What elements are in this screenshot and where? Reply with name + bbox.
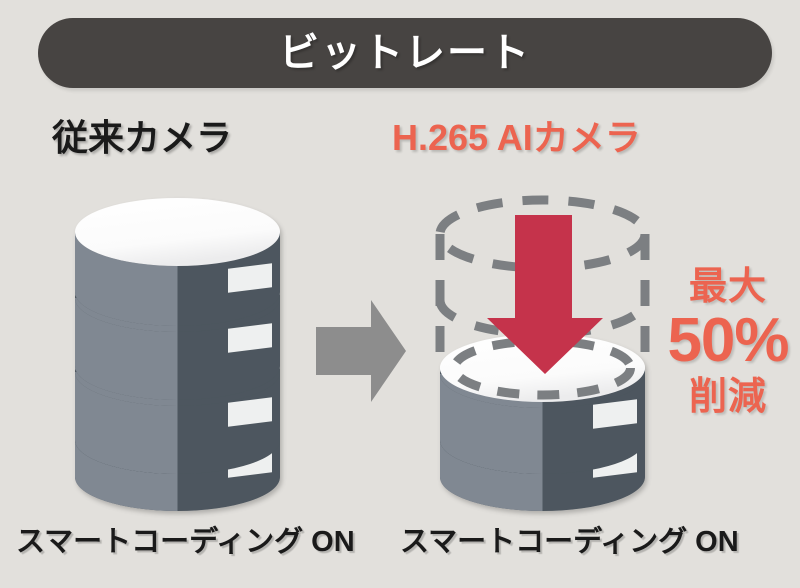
reduction-stat-callout: 最大 50% 削減 [660,268,796,416]
right-column-caption: スマートコーディング ON [400,526,739,558]
arrow-right-icon [316,300,406,402]
left-column-heading: 従来カメラ [52,117,233,158]
page-title: ビットレート [279,31,531,75]
left-disk-segment-1 [75,198,280,326]
right-column-heading: H.265 AIカメラ [392,117,641,158]
stat-bottom-label: 削減 [688,376,767,418]
left-disk-stack [75,198,280,512]
title-banner: ビットレート [38,18,772,88]
left-column-caption: スマートコーディング ON [16,526,355,558]
arrow-down-icon [487,215,603,374]
stat-value: 50% [667,306,789,375]
stat-top-label: 最大 [688,266,767,308]
